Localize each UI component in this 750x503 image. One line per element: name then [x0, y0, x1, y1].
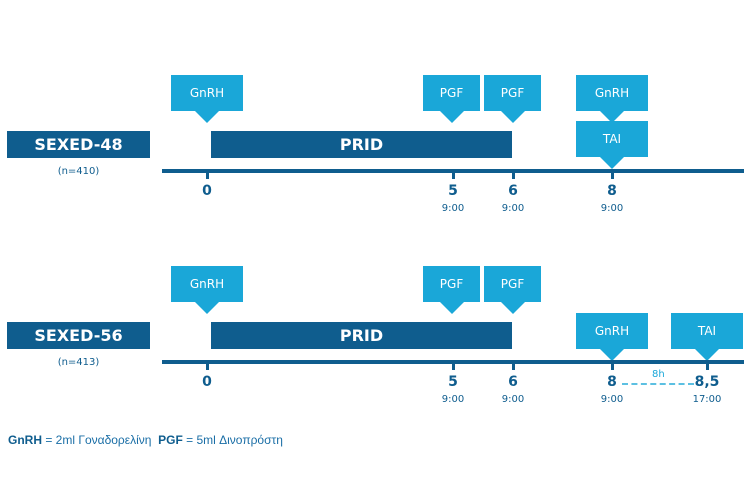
flag-pointer — [695, 349, 719, 361]
group-label: SEXED-48 — [7, 131, 150, 158]
day-label: 8 — [607, 374, 617, 390]
axis-tick — [206, 363, 209, 370]
day-label: 0 — [202, 183, 212, 199]
event-flag-tai: TAI — [671, 313, 743, 349]
event-flag-pgf: PGF — [423, 75, 480, 111]
axis-tick — [512, 363, 515, 370]
axis-tick — [512, 172, 515, 179]
day-label: 0 — [202, 374, 212, 390]
legend: GnRH = 2ml Γοναδορελίνη PGF = 5ml Δινοπρ… — [8, 433, 283, 447]
time-label: 9:00 — [441, 203, 465, 214]
prid-bar: PRID — [211, 322, 512, 349]
time-label: 9:00 — [501, 394, 525, 405]
flag-pointer — [440, 111, 464, 123]
flag-pointer — [600, 157, 624, 169]
event-flag-gnrh: GnRH — [576, 313, 648, 349]
flag-pointer — [501, 111, 525, 123]
flag-pointer — [195, 302, 219, 314]
axis-tick — [452, 363, 455, 370]
day-label: 6 — [508, 183, 518, 199]
axis-tick — [452, 172, 455, 179]
axis-tick — [611, 172, 614, 179]
time-label: 17:00 — [692, 394, 722, 405]
event-flag-pgf: PGF — [423, 266, 480, 302]
day-label: 8,5 — [694, 374, 720, 390]
flag-pointer — [440, 302, 464, 314]
time-label: 9:00 — [501, 203, 525, 214]
event-flag-gnrh: GnRH — [171, 75, 243, 111]
event-flag-pgf: PGF — [484, 266, 541, 302]
group-label: SEXED-56 — [7, 322, 150, 349]
legend-gnrh-key: GnRH — [8, 433, 42, 447]
timeline-axis — [162, 169, 744, 173]
time-label: 9:00 — [600, 203, 624, 214]
event-flag-tai: TAI — [576, 121, 648, 157]
day-label: 5 — [448, 374, 458, 390]
legend-pgf-key: PGF — [158, 433, 183, 447]
day-label: 6 — [508, 374, 518, 390]
prid-bar: PRID — [211, 131, 512, 158]
time-label: 9:00 — [600, 394, 624, 405]
axis-tick — [611, 363, 614, 370]
flag-pointer — [501, 302, 525, 314]
day-label: 8 — [607, 183, 617, 199]
flag-pointer — [600, 111, 624, 123]
event-flag-gnrh: GnRH — [576, 75, 648, 111]
sample-size: (n=410) — [57, 166, 100, 177]
interval-label: 8h — [652, 369, 665, 380]
interval-dashed-line — [622, 383, 694, 385]
time-label: 9:00 — [441, 394, 465, 405]
timeline-axis — [162, 360, 744, 364]
flag-pointer — [195, 111, 219, 123]
event-flag-pgf: PGF — [484, 75, 541, 111]
axis-tick — [706, 363, 709, 370]
event-flag-gnrh: GnRH — [171, 266, 243, 302]
day-label: 5 — [448, 183, 458, 199]
axis-tick — [206, 172, 209, 179]
sample-size: (n=413) — [57, 357, 100, 368]
flag-pointer — [600, 349, 624, 361]
legend-pgf-desc: = 5ml Δινοπρόστη — [182, 433, 283, 447]
legend-gnrh-desc: = 2ml Γοναδορελίνη — [42, 433, 152, 447]
